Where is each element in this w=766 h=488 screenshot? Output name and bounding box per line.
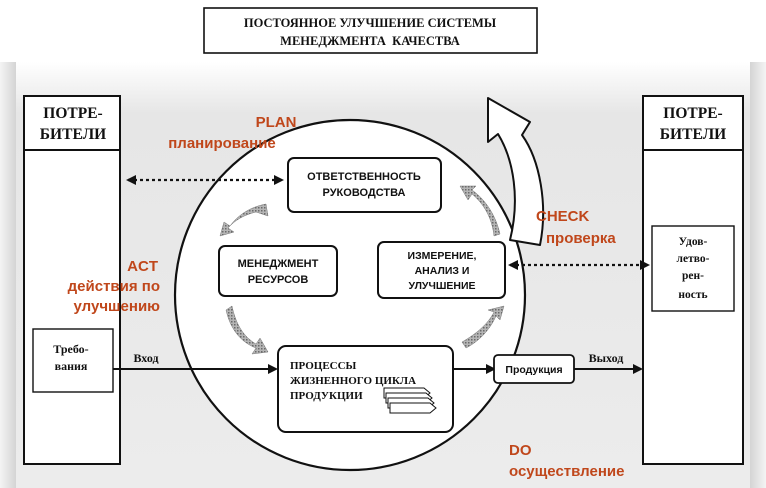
check-description: проверка xyxy=(546,230,616,247)
satisfaction-line-4: ность xyxy=(678,289,707,301)
right-customers-line-2: БИТЕЛИ xyxy=(660,126,726,143)
processes-line-2: ЖИЗНЕННОГО ЦИКЛА xyxy=(290,375,416,387)
resources-line-2: РЕСУРСОВ xyxy=(248,274,309,286)
processes-box xyxy=(277,345,454,433)
left-customers-line-1: ПОТРЕ- xyxy=(43,105,102,122)
check-label: CHECK xyxy=(536,208,590,225)
measurement-line-2: АНАЛИЗ И xyxy=(415,265,470,277)
responsibility-box xyxy=(287,157,442,213)
title-box xyxy=(203,7,538,54)
cycle-arrow-right-icon xyxy=(459,185,501,237)
left-customers-box xyxy=(23,95,121,465)
do-description: осуществление xyxy=(509,463,624,480)
measurement-line-1: ИЗМЕРЕНИЕ, xyxy=(408,250,477,262)
left-customers-line-2: БИТЕЛИ xyxy=(40,126,106,143)
act-description-line-2: улучшению xyxy=(74,298,161,315)
output-label: Выход xyxy=(589,351,624,365)
background-right-strip xyxy=(750,62,766,488)
act-label: ACT xyxy=(127,258,158,275)
background-left-strip xyxy=(0,62,16,488)
input-label: Вход xyxy=(133,351,158,365)
improvement-arrow-icon xyxy=(487,97,545,246)
product-label: Продукция xyxy=(505,364,562,376)
responsibility-line-1: ОТВЕТСТВЕННОСТЬ xyxy=(307,171,421,183)
satisfaction-line-1: Удов- xyxy=(679,236,708,248)
measurement-line-3: УЛУЧШЕНИЕ xyxy=(408,280,475,292)
satisfaction-line-3: рен- xyxy=(682,270,704,282)
requirements-line-1: Требо- xyxy=(53,342,88,356)
cycle-arrow-top-left-icon xyxy=(219,203,269,237)
act-description-line-1: действия по xyxy=(68,278,160,295)
cycle-arrow-bottom-right-icon xyxy=(461,305,505,349)
processes-line-3: ПРОДУКЦИИ xyxy=(290,390,363,402)
plan-label: PLAN xyxy=(256,114,297,131)
resources-box xyxy=(218,245,338,297)
requirements-box xyxy=(32,328,114,393)
right-customers-line-1: ПОТРЕ- xyxy=(663,105,722,122)
plan-description: планирование xyxy=(168,135,276,152)
requirements-line-2: вания xyxy=(55,359,88,373)
satisfaction-line-2: летво- xyxy=(677,253,710,265)
title-line-1: ПОСТОЯННОЕ УЛУЧШЕНИЕ СИСТЕМЫ xyxy=(244,16,497,30)
responsibility-line-2: РУКОВОДСТВА xyxy=(323,187,406,199)
do-label: DO xyxy=(509,442,532,459)
resources-line-1: МЕНЕДЖМЕНТ xyxy=(238,258,319,270)
process-stack-icon xyxy=(383,387,437,414)
processes-line-1: ПРОЦЕССЫ xyxy=(290,360,357,372)
cycle-arrow-left-icon xyxy=(225,305,269,355)
title-line-2: МЕНЕДЖМЕНТА КАЧЕСТВА xyxy=(280,34,460,48)
measurement-box xyxy=(377,241,506,299)
satisfaction-box xyxy=(651,225,735,312)
